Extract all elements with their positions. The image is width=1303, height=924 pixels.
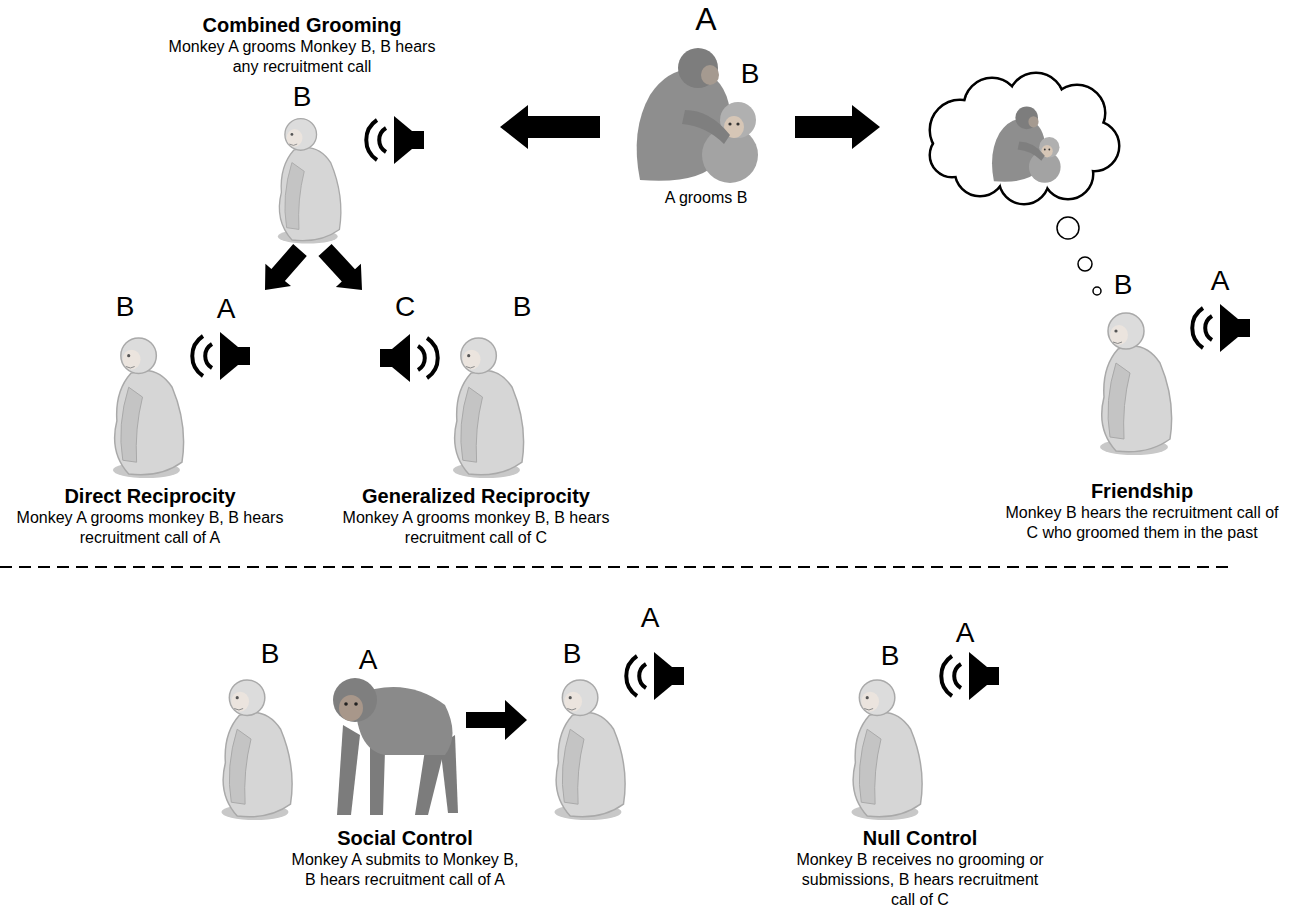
- monkey-letter: B: [741, 60, 760, 88]
- panel-description: A grooms B: [621, 188, 791, 208]
- sequence-arrow: [466, 700, 527, 740]
- panel-heading: Combined Grooming: [160, 13, 445, 37]
- seated-monkey: [221, 680, 292, 820]
- thought-cloud: [930, 73, 1119, 295]
- speaker-symbol: [1192, 304, 1250, 352]
- monkey-letter: B: [563, 640, 582, 668]
- thought-bubble: [1057, 217, 1079, 239]
- monkey-letter: A: [956, 619, 975, 647]
- panel-heading: Null Control: [793, 826, 1048, 850]
- panel-heading: Social Control: [287, 826, 523, 850]
- seated-monkey: [554, 680, 625, 820]
- panel-heading: Generalized Reciprocity: [334, 484, 619, 508]
- monkey-letter: C: [395, 293, 415, 321]
- panel-description: Monkey A grooms Monkey B, B hears any re…: [160, 37, 445, 77]
- speaker-symbol: [192, 332, 250, 380]
- seated-monkey: [113, 338, 184, 478]
- panel-description: Monkey A grooms monkey B, B hears recrui…: [8, 508, 293, 548]
- monkey-letter: B: [1114, 271, 1133, 299]
- thought-bubble: [1078, 257, 1092, 271]
- panel: A grooms B: [600, 5, 795, 212]
- speaker-symbol: [366, 116, 424, 164]
- walking-monkey: [333, 678, 458, 815]
- speaker-symbol: [380, 334, 438, 382]
- panel-heading: Friendship: [1002, 479, 1282, 503]
- panel: Null ControlMonkey B receives no groomin…: [785, 600, 1055, 914]
- block-arrow: [265, 244, 307, 290]
- seated-monkey: [851, 680, 922, 820]
- speaker-symbol: [626, 652, 684, 700]
- seated-monkey: [278, 119, 341, 244]
- panel: Direct ReciprocityMonkey A grooms monkey…: [3, 290, 303, 552]
- grooming-monkeys: [637, 48, 758, 183]
- block-arrow: [795, 105, 880, 149]
- monkey-letter: A: [359, 646, 378, 674]
- monkey-letter: B: [881, 642, 900, 670]
- seated-monkey: [1100, 313, 1172, 455]
- panel-description: Monkey A submits to Monkey B, B hears re…: [287, 850, 523, 890]
- panel-description: Monkey B hears the recruitment call of C…: [1002, 503, 1282, 543]
- panel-description: Monkey B receives no grooming or submiss…: [793, 850, 1048, 910]
- seated-monkey: [453, 338, 524, 478]
- block-arrow: [318, 244, 362, 290]
- panel: FriendshipMonkey B hears the recruitment…: [880, 80, 1298, 547]
- thought-bubble: [1093, 287, 1101, 295]
- cloud-center: [957, 98, 1093, 182]
- cloud-outline: [930, 73, 1119, 204]
- panel-heading: Direct Reciprocity: [8, 484, 293, 508]
- speaker-symbol: [941, 652, 999, 700]
- monkey-letter: B: [513, 293, 532, 321]
- monkey-letter: B: [293, 83, 312, 111]
- monkey-letter: B: [261, 640, 280, 668]
- grooming-monkeys: [992, 107, 1061, 183]
- monkey-letter: A: [217, 295, 236, 323]
- block-arrow: [500, 105, 600, 149]
- monkey-letter: A: [641, 604, 660, 632]
- monkey-letter: B: [116, 293, 135, 321]
- panel: Combined GroomingMonkey A grooms Monkey …: [150, 8, 500, 250]
- monkey-letter: A: [1211, 267, 1230, 295]
- dashed-separator: [0, 566, 1232, 568]
- monkey-letter: A: [695, 3, 716, 35]
- panel: Generalized ReciprocityMonkey A grooms m…: [330, 290, 625, 552]
- panel-description: Monkey A grooms monkey B, B hears recrui…: [334, 508, 619, 548]
- cloud-fill: [931, 74, 1118, 203]
